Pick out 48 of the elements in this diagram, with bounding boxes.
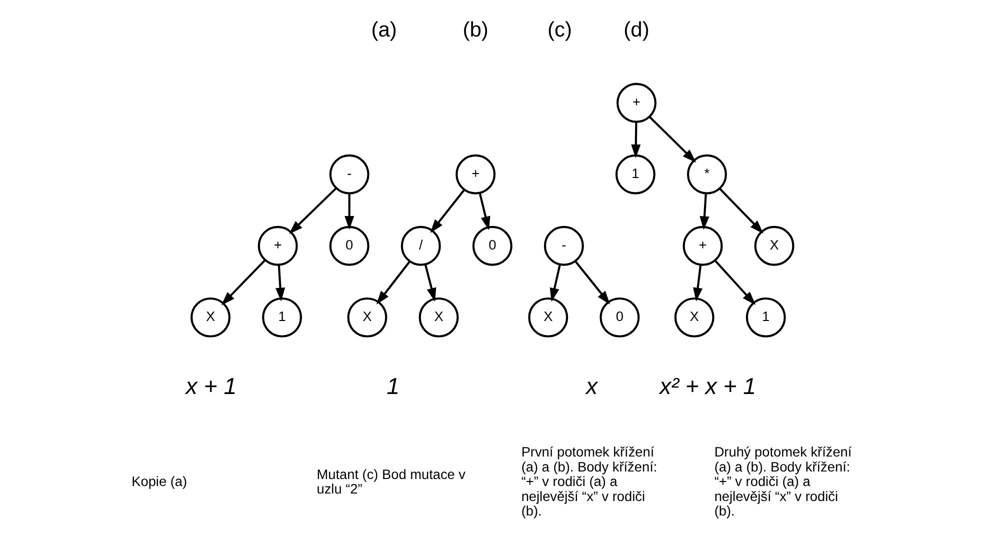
arrow (276, 264, 286, 302)
arrow (714, 260, 756, 306)
label: Kopie (a) (132, 474, 188, 490)
arrow (718, 188, 764, 234)
label: 1 (386, 372, 400, 399)
label: x² + x + 1 (660, 372, 756, 399)
node-circle: 1 (262, 297, 302, 338)
arrow (693, 264, 703, 302)
node-circle: + (682, 226, 723, 266)
arrow (344, 194, 354, 230)
arrow (289, 187, 337, 234)
arrow (631, 122, 641, 158)
node-circle: 1 (615, 154, 656, 194)
label: (b) (462, 18, 488, 42)
label: x (586, 372, 598, 399)
node-circle: X (528, 297, 568, 338)
node-circle: + (258, 226, 298, 266)
arrow (574, 260, 610, 304)
node-circle: / (400, 226, 441, 266)
node-circle: + (616, 82, 656, 123)
arrow (700, 193, 710, 230)
label: (a) (371, 18, 397, 42)
label: Mutant (c) Bod mutace v uzlu “2” (316, 466, 466, 497)
label: První potomek křížení (a) a (b). Body křížení: “+” v rodiči (a) a nejlevější “x” v rodiči (b). (521, 444, 658, 519)
node-circle: X (754, 226, 794, 266)
node-circle: 1 (746, 297, 786, 338)
node-circle: X (418, 297, 459, 338)
arrow (550, 264, 561, 302)
node-circle: X (190, 297, 230, 338)
node-circle: 0 (600, 297, 640, 338)
arrow (478, 192, 490, 230)
node-circle: + (456, 154, 496, 194)
node-circle: X (347, 297, 388, 338)
label: Druhý potomek křížení (a) a (b). Body křížení: “+” v rodiči (a) a nejlevější “x” v rodiči (b). (714, 444, 852, 519)
node-circle: - (329, 154, 370, 194)
arrow (430, 189, 466, 233)
arrow (649, 116, 696, 163)
arrow (221, 259, 266, 306)
label: x + 1 (186, 372, 237, 399)
label: (c) (547, 18, 572, 42)
node-circle: 0 (472, 226, 512, 266)
node-circle: - (544, 226, 584, 266)
arrow (376, 260, 411, 305)
node-circle: 0 (329, 226, 370, 266)
node-circle: X (674, 297, 714, 338)
node-circle: * (686, 154, 727, 194)
label: (d) (624, 18, 650, 42)
arrow (424, 264, 436, 302)
